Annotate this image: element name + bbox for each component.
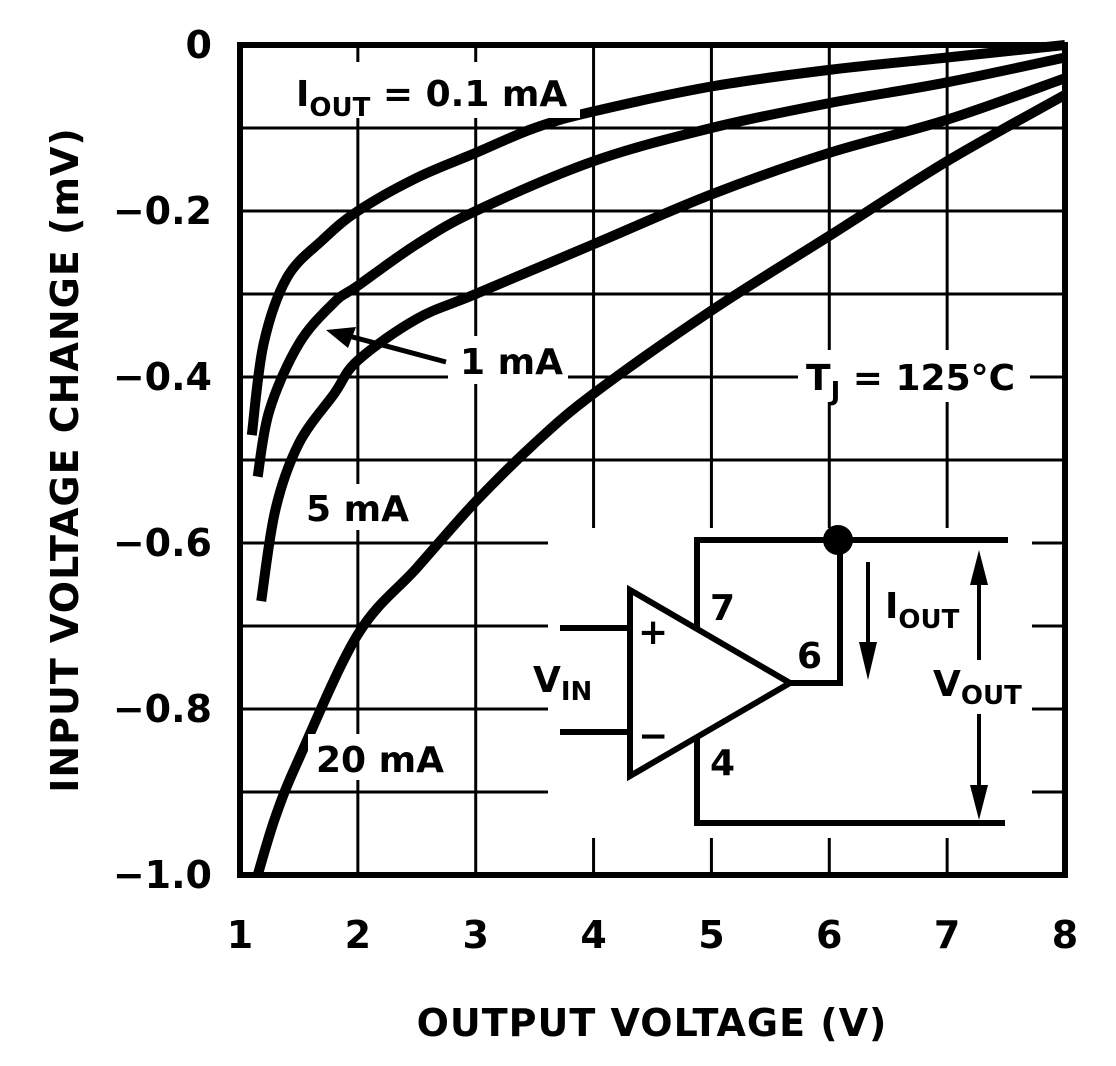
series-line-2 [252,52,1067,478]
label-5ma-bg [298,484,414,530]
series-line-3 [256,73,1067,602]
pin-4-label: 4 [710,743,735,784]
supply-wire-pin7 [694,537,1008,628]
iout-inset-label: IOUT [885,586,960,635]
y-tick-label: −0.6 [113,521,212,565]
x-tick-label: 3 [462,913,488,957]
x-tick-label: 7 [934,913,960,957]
label-5ma: 5 mA [306,489,409,530]
junction-dot [823,525,853,555]
tj-label: TJ = 125°C [806,358,1015,407]
label-1ma-arrowhead [326,327,356,348]
tj-label-bg [798,350,1030,402]
tick-labels: 1 2 3 4 5 6 7 8 0 −0.2 −0.4 −0.6 −0.8 −1.0 [113,23,1078,957]
label-1ma-arrow-line [344,332,447,365]
x-tick-label: 8 [1052,913,1078,957]
x-tick-label: 1 [227,913,253,957]
iout-label: IOUT = 0.1 mA [296,74,567,123]
iout-arrowhead [859,642,877,680]
vout-arrowhead-down [970,785,988,820]
x-tick-label: 4 [580,913,606,957]
vin-label: VIN [533,660,592,707]
plot-frame [237,42,1068,878]
minus-sign: − [638,716,668,757]
plus-sign: + [638,612,668,653]
series-curves [246,40,1068,877]
label-1ma-bg [448,336,568,384]
vout-arrowhead-up [970,550,988,585]
vout-label-bg [930,660,1028,714]
vout-label: VOUT [933,664,1022,711]
annotations: IOUT = 0.1 mA 1 mA 5 mA 20 mA TJ = 125°C [284,62,1030,781]
y-tick-label: −0.4 [113,355,212,399]
label-20ma: 20 mA [316,740,444,781]
output-wire-pin6 [790,540,843,686]
x-tick-label: 6 [816,913,842,957]
series-line-1 [246,40,1066,436]
iout-label-bg [284,62,580,118]
pin-6-label: 6 [797,636,822,677]
pin-7-label: 7 [710,588,735,629]
test-circuit-inset: + − 7 6 4 VIN IOUT VOUT [533,525,1032,838]
series-line-4 [252,90,1068,877]
y-tick-label: −0.8 [113,687,212,731]
y-tick-label: −1.0 [113,853,212,897]
y-tick-label: 0 [186,23,212,67]
y-tick-label: −0.2 [113,189,212,233]
label-1ma: 1 mA [460,342,563,383]
label-20ma-bg [308,734,444,780]
x-tick-label: 2 [345,913,371,957]
x-tick-label: 5 [698,913,724,957]
ground-wire-pin4 [694,739,1005,826]
op-amp-symbol [627,584,796,782]
y-axis-title: INPUT VOLTAGE CHANGE (mV) [43,127,87,793]
x-axis-title: OUTPUT VOLTAGE (V) [417,1001,888,1045]
